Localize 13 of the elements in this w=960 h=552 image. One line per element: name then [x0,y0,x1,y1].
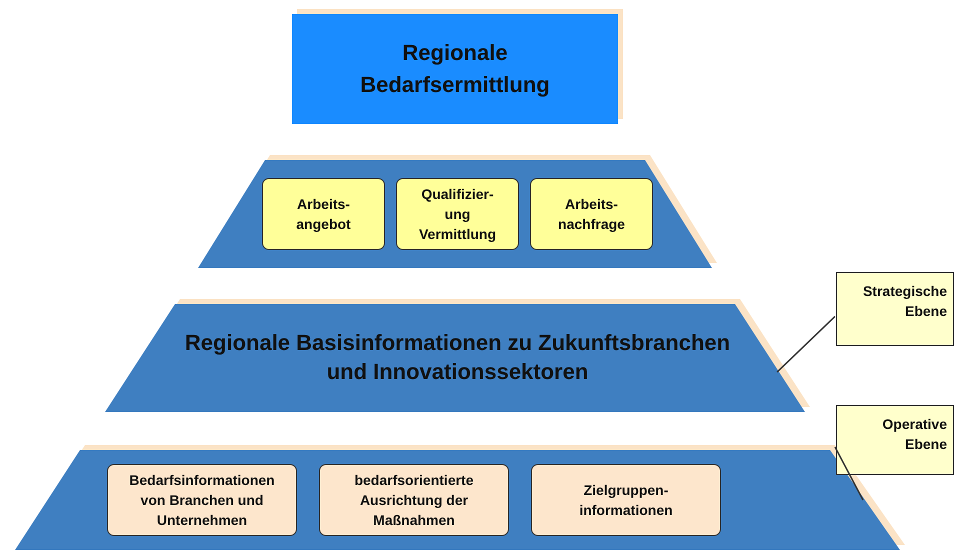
topic-box: Arbeits- angebot [262,178,385,250]
callout-box: Operative Ebene [836,405,954,475]
topic-box: Bedarfsinformationen von Branchen und Unternehmen [107,464,297,536]
layer-title: Regionale Basisinformationen zu Zukunftsbranchen und Innovationssektoren [184,329,732,386]
topic-box: Qualifizier- ung Vermittlung [396,178,519,250]
topic-box: Arbeits- nachfrage [530,178,653,250]
heading-box: Regionale Bedarfsermittlung [292,14,618,124]
pyramid-layer [15,445,905,550]
topic-box: bedarfsorientierte Ausrichtung der Maßnahmen [319,464,509,536]
pyramid-layer [105,299,810,412]
callout-box: Strategische Ebene [836,272,954,346]
topic-box: Zielgruppen- informationen [531,464,721,536]
pyramid-layer [198,155,717,268]
